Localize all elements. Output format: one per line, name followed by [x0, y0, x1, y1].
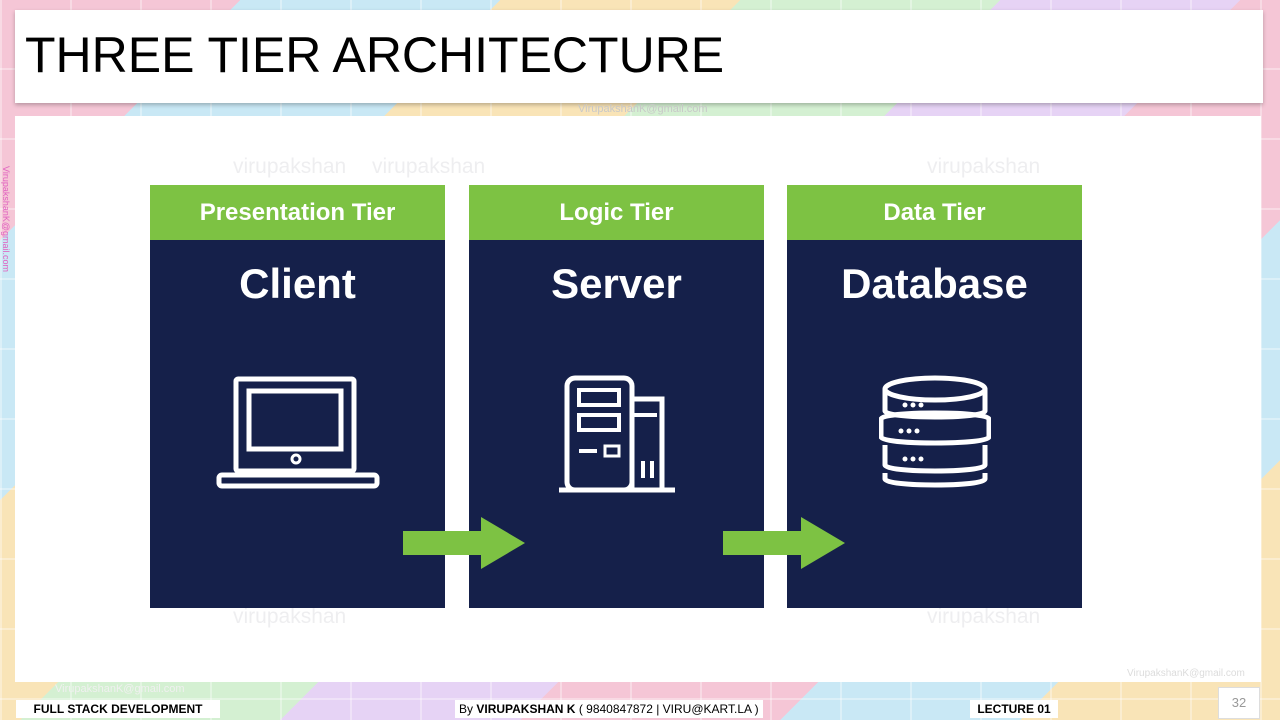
- author-name: VIRUPAKSHAN K: [476, 702, 576, 716]
- laptop-icon: [216, 375, 380, 496]
- top-watermark: VirupakshanK@gmail.com: [578, 103, 708, 115]
- slide-title: THREE TIER ARCHITECTURE: [25, 27, 725, 83]
- tier-header: Logic Tier: [469, 185, 764, 240]
- tier-header: Presentation Tier: [150, 185, 445, 240]
- by-prefix: By: [459, 702, 474, 716]
- tier-panel-presentation: Presentation Tier Client: [150, 185, 445, 608]
- arrow-right-icon: [403, 517, 525, 574]
- course-label: FULL STACK DEVELOPMENT: [16, 700, 220, 718]
- side-watermark: VirupakshanK@gmail.com: [1, 166, 11, 273]
- tier-panel-logic: Logic Tier Server: [469, 185, 764, 608]
- bottom-right-watermark: VirupakshanK@gmail.com: [1127, 668, 1245, 679]
- page-number: 32: [1218, 687, 1260, 719]
- arrow-right-icon: [723, 517, 845, 574]
- tier-panel-data: Data Tier Database: [787, 185, 1082, 608]
- author-credit: By VIRUPAKSHAN K ( 9840847872 | VIRU@KAR…: [455, 700, 763, 718]
- bottom-watermark: VirupakshanK@gmail.com: [55, 683, 185, 695]
- author-contact: ( 9840847872 | VIRU@KART.LA ): [578, 702, 759, 716]
- tier-name: Server: [551, 260, 682, 307]
- tier-header: Data Tier: [787, 185, 1082, 240]
- tier-name: Database: [841, 260, 1028, 307]
- database-icon: [878, 375, 991, 496]
- server-icon: [557, 375, 677, 500]
- lecture-label: LECTURE 01: [970, 700, 1058, 718]
- title-bar: THREE TIER ARCHITECTURE: [15, 10, 1263, 103]
- tier-name: Client: [239, 260, 356, 307]
